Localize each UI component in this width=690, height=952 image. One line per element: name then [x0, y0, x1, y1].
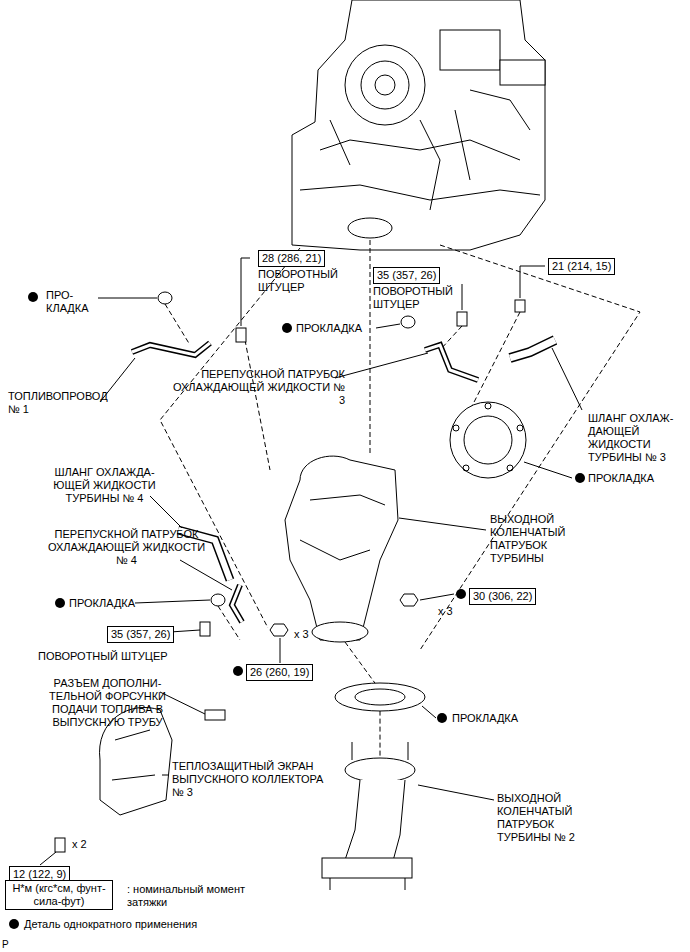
quantity: x 2: [72, 838, 102, 851]
part-name: ШЛАНГ ОХЛАЖ- ДАЮЩЕЙ ЖИДКОСТИ ТУРБИНЫ № 3: [588, 412, 688, 464]
quantity: x 3: [294, 628, 324, 641]
torque-box: 21 (214, 15): [548, 258, 615, 275]
torque-value: 26 (260, 19): [250, 666, 309, 679]
torque-box: 26 (260, 19): [246, 664, 313, 681]
legend-text: : номинальный момент затяжки: [127, 883, 252, 909]
torque-value: 28 (286, 21): [262, 252, 321, 265]
legend-text: Деталь однократного применения: [24, 918, 284, 931]
part-name: ПРОКЛАДКА: [588, 472, 678, 485]
torque-value: 35 (357, 26): [111, 628, 170, 641]
part-name: ТЕПЛОЗАЩИТНЫЙ ЭКРАН ВЫПУСКНОГО КОЛЛЕКТОР…: [172, 760, 332, 799]
part-name: ПРОКЛАДКА: [69, 597, 159, 610]
part-name: ВЫХОДНОЙ КОЛЕНЧАТЫЙ ПАТРУБОК ТУРБИНЫ № 2: [497, 792, 592, 844]
torque-box: 35 (357, 26): [373, 267, 440, 284]
page-mark: P: [2, 938, 22, 951]
torque-value: 30 (306, 22): [473, 590, 532, 603]
part-name: ПЕРЕПУСКНОЙ ПАТРУБОК ОХЛАЖДАЮЩЕЙ ЖИДКОСТ…: [170, 368, 345, 407]
torque-box: 30 (306, 22): [469, 588, 536, 605]
part-name: ПРО- КЛАДКА: [46, 289, 101, 315]
part-name: ПОВОРОТНЫЙ ШТУЦЕР: [258, 268, 358, 294]
torque-box: 28 (286, 21): [258, 250, 325, 267]
torque-value: 35 (357, 26): [377, 269, 436, 282]
part-name: ШЛАНГ ОХЛАЖДА- ЮЩЕЙ ЖИДКОСТИ ТУРБИНЫ № 4: [42, 466, 167, 505]
part-name: ПЕРЕПУСКНОЙ ПАТРУБОК ОХЛАЖДАЮЩЕЙ ЖИДКОСТ…: [44, 528, 209, 567]
torque-box: 35 (357, 26): [107, 626, 174, 643]
part-name: ПОВОРОТНЫЙ ШТУЦЕР: [373, 285, 473, 311]
part-name: ПОВОРОТНЫЙ ШТУЦЕР: [38, 650, 208, 663]
part-name: ТОПЛИВОПРОВОД № 1: [8, 390, 118, 416]
part-name: РАЗЪЕМ ДОПОЛНИ- ТЕЛЬНОЙ ФОРСУНКИ ПОДАЧИ …: [40, 677, 175, 729]
part-name: ПРОКЛАДКА: [296, 322, 386, 335]
quantity: x 3: [438, 605, 468, 618]
torque-value: 21 (214, 15): [552, 260, 611, 273]
unit-text: Н*м (кгс*см, фунт-сила-фут): [9, 882, 109, 908]
part-name: ПРОКЛАДКА: [452, 712, 542, 725]
part-name: ВЫХОДНОЙ КОЛЕНЧАТЫЙ ПАТРУБОК ТУРБИНЫ: [490, 513, 585, 565]
unit-box: Н*м (кгс*см, фунт-сила-фут): [5, 880, 113, 910]
